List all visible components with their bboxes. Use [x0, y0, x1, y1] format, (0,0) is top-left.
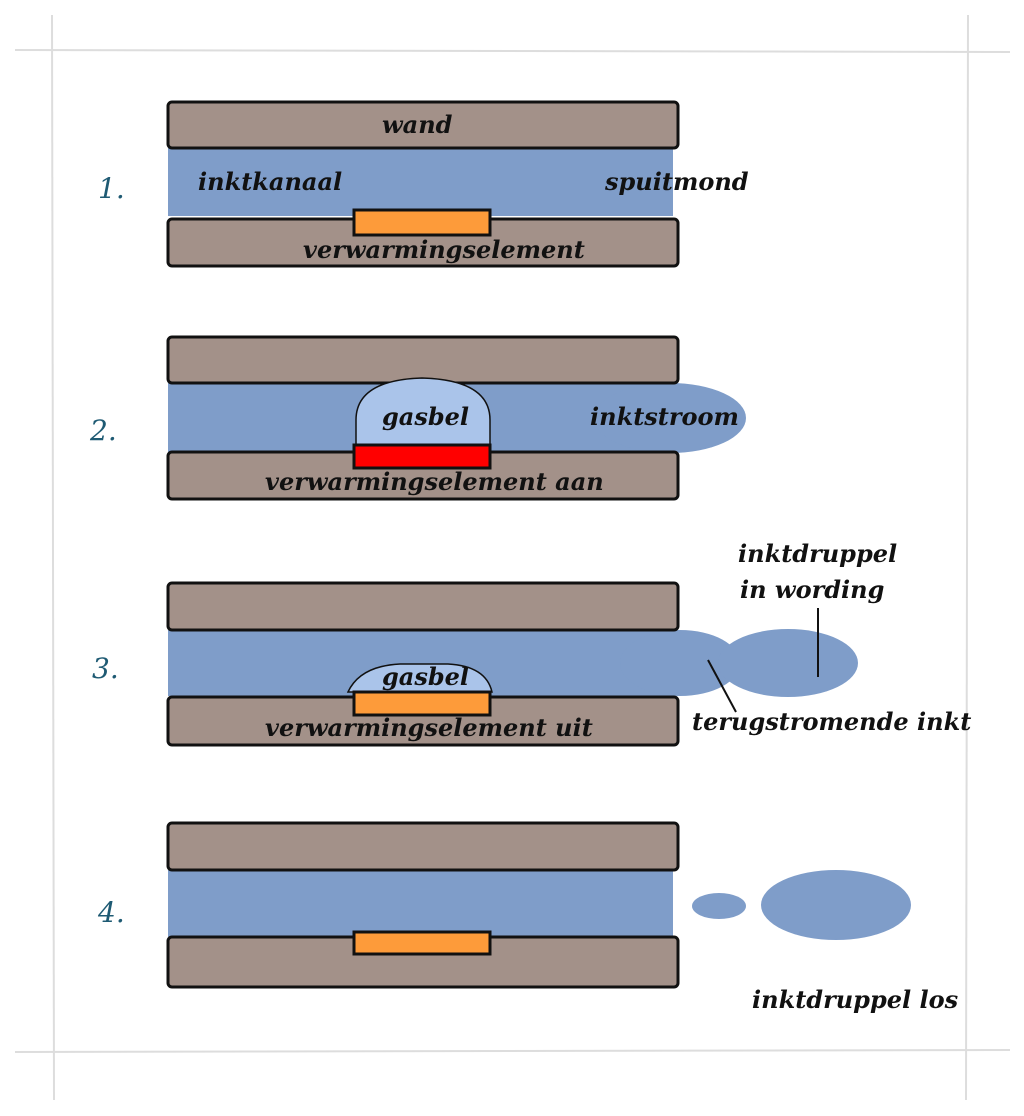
sketch-frame [14, 14, 1011, 1101]
step-number: 1. [98, 172, 125, 205]
stream-label: inktstroom [590, 402, 739, 431]
backflow-label: terugstromende inkt [692, 707, 971, 736]
top-wall [166, 821, 680, 872]
heater [352, 930, 492, 956]
heater-label: verwarmingselement uit [265, 713, 593, 742]
droplet-label-line2: in wording [740, 575, 884, 604]
forming-droplet [718, 629, 858, 697]
ink-channel [168, 148, 673, 216]
ink-stream [594, 383, 746, 453]
step-number: 2. [89, 414, 117, 447]
bubble-label: gasbel [382, 402, 469, 431]
nozzle-label: spuitmond [604, 167, 749, 196]
heater-label: verwarmingselement aan [265, 467, 604, 496]
top-wall [166, 100, 680, 150]
wall-label: wand [382, 110, 453, 139]
heater-label: verwarmingselement [303, 235, 585, 264]
pointer-line [707, 659, 737, 713]
droplet-label-line1: inktdruppel [738, 539, 897, 568]
gas-bubble [346, 663, 493, 693]
top-wall [166, 335, 680, 385]
step-3: 3. gasbel verwarmingselement uit inktdru… [92, 539, 971, 747]
bubble-label: gasbel [382, 662, 469, 691]
step-number: 3. [92, 652, 119, 685]
step-4: 4. inktdruppel los [97, 821, 959, 1014]
satellite-droplet [692, 893, 746, 919]
channel-label: inktkanaal [198, 167, 342, 196]
droplet-label: inktdruppel los [752, 985, 959, 1014]
heater-on [352, 443, 492, 470]
step-1: 1. wand inktkanaal spuitmond verwarmings… [98, 100, 749, 268]
step-number: 4. [97, 896, 125, 929]
heater [352, 208, 492, 237]
ink-channel [168, 870, 673, 937]
backflow-ink [620, 630, 740, 696]
detached-droplet [761, 870, 911, 940]
step-2: 2. gasbel inktstroom verwarmingselement … [89, 335, 746, 501]
top-wall [166, 581, 680, 632]
heater-off [352, 690, 492, 717]
gas-bubble [355, 377, 491, 447]
